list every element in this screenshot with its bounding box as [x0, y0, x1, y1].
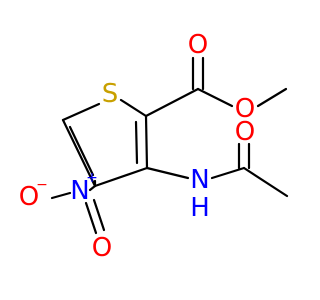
- bond-camide-methyl: [242, 166, 289, 198]
- bond-c3-n: [145, 166, 190, 180]
- atom-sulfur: S: [102, 79, 119, 109]
- atom-oxygen-carbonyl-ester: O: [188, 30, 208, 60]
- molecule-canvas: S O O O N H N + O − O: [18, 30, 289, 263]
- atom-oxygen-nitro-minus: O: [19, 182, 39, 212]
- charge-plus-nitro: +: [86, 170, 98, 186]
- atom-labels: S O O O N H N + O − O: [19, 30, 255, 263]
- bond-ccarbonyl-oester: [196, 87, 234, 108]
- bonds: [50, 56, 289, 235]
- atom-nitrogen-amide: N: [190, 165, 209, 195]
- bond-c2-ccarbonyl: [144, 87, 200, 118]
- structure-diagram: S O O O N H N + O − O: [19, 30, 289, 263]
- bond-c3-c4: [93, 166, 149, 188]
- bond-s-c2: [119, 98, 148, 118]
- bond-s-c5: [61, 102, 101, 122]
- bond-c4-c5-double: [68, 125, 95, 177]
- charge-minus-nitro: −: [36, 177, 48, 193]
- bond-oester-methyl: [256, 87, 288, 108]
- bond-c4-c5: [61, 118, 97, 188]
- bond-nnitro-o-1: [84, 201, 98, 235]
- atom-hydrogen-amide: H: [190, 193, 210, 223]
- bond-c4-nnitro-main: [88, 184, 97, 192]
- bond-n-camide: [210, 166, 246, 180]
- bond-c2-c3-double: [134, 120, 139, 165]
- atom-oxygen-ester: O: [235, 94, 255, 124]
- bond-nnitro-o-2: [92, 198, 106, 232]
- atom-oxygen-amide: O: [235, 117, 255, 147]
- bond-c2-c3: [144, 114, 149, 170]
- atom-nitrogen-nitro: N: [70, 176, 89, 206]
- bond-nnitro-ominus: [50, 191, 72, 200]
- atom-oxygen-nitro: O: [92, 233, 112, 263]
